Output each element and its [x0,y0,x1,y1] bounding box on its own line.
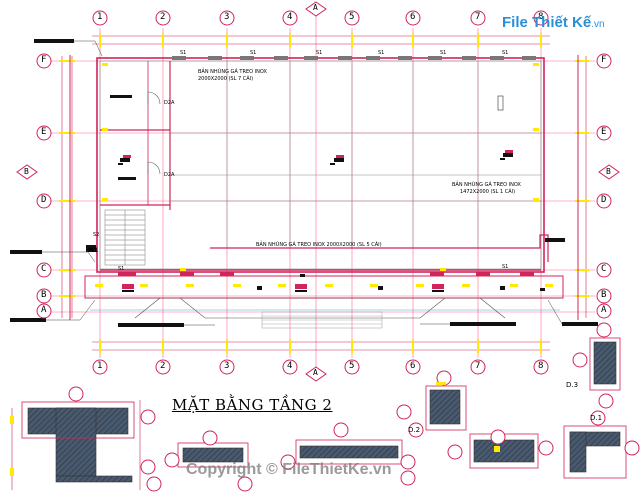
tag-s1-e: S1 [440,50,447,56]
grid-label-row-d-right: D [601,195,607,205]
note-panel-top: BẢN NHÙNG GÁ TREO INOX [198,69,267,75]
copyright-watermark: Copyright © FileThietKe.vn [186,461,392,478]
grid-label-col-1-bottom: 1 [97,361,103,371]
grid-label-col-3-bottom: 3 [224,361,230,371]
tag-d2a-b: D2A [164,172,175,178]
detail-d3 [572,322,621,409]
section-mark-left: B [24,167,29,176]
note-panel-top-dim: 2000X2000 (SL 7 CÁI) [198,76,254,82]
staircase [104,209,146,266]
detail-column-a [10,386,162,492]
tag-s1-a: S1 [180,50,187,56]
tag-s2: S2 [93,232,100,238]
door-swings [147,91,161,175]
grid-label-row-a-left: A [41,305,47,315]
section-mark-right: B [606,167,611,176]
section-mark-bottom: A [313,368,318,377]
tag-s1-g: S1 [118,266,125,272]
detail-beam-3 [447,429,539,469]
grid-bubbles-bottom [92,359,549,375]
grid-label-row-d-left: D [41,195,47,205]
note-panel-right-dim: 1472X2000 (SL 1 CÁI) [460,189,516,195]
grid-label-col-3: 3 [224,12,230,22]
grid-label-row-c-left: C [41,264,47,274]
grid-label-row-f-right: F [601,55,607,65]
grid-label-row-a-right: A [601,305,607,315]
drawing-title: MẶT BẰNG TẦNG 2 [172,396,333,414]
grid-label-row-e-right: E [601,127,607,137]
detail-label-d2: D.2 [408,426,421,434]
detail-label-d1: D.1 [590,414,603,422]
grid-label-col-2-bottom: 2 [160,361,166,371]
tag-s1-b: S1 [250,50,257,56]
watermark-logo: File Thiết Kế.vn [502,14,605,31]
tag-m1: M1 [88,247,99,254]
grid-label-col-4: 4 [287,12,293,22]
detail-beam-2 [280,422,416,486]
grid-label-col-8: 8 [538,12,544,22]
tag-d2a: D2A [164,100,175,106]
room-tags [110,95,513,180]
grid-label-col-8-bottom: 8 [538,361,544,371]
note-panel-right: BẢN NHÙNG GÁ TREO INOX [452,182,521,188]
grid-label-col-1: 1 [97,12,103,22]
room-tag-red [123,150,513,158]
detail-d2 [396,370,467,438]
tag-s1-f: S1 [502,50,509,56]
grid-label-row-e-left: E [41,127,47,137]
grid-label-col-5: 5 [349,12,355,22]
grid-label-col-6: 6 [410,12,416,22]
detail-d1 [538,410,640,479]
grid-label-row-b-left: B [41,290,47,300]
level-markers [10,39,598,327]
leader-lines [42,40,563,326]
watermark-logo-suffix: .vn [591,19,605,30]
balcony-yellow-marks [95,63,553,287]
grid-bubbles-left [36,53,52,319]
grid-label-col-4-bottom: 4 [287,361,293,371]
tag-s1-c: S1 [316,50,323,56]
detail-beam-1 [164,430,253,492]
grid-label-col-7-bottom: 7 [475,361,481,371]
balcony-column-marks [118,272,534,289]
grid-label-col-2: 2 [160,12,166,22]
building-walls [69,55,579,320]
tag-s1-h: S1 [502,264,509,270]
balcony-black-marks [122,274,545,292]
section-markers [16,1,620,382]
grid-label-row-f-left: F [41,55,47,65]
tag-s1-d: S1 [378,50,385,56]
grid-label-row-b-right: B [601,290,607,300]
front-balcony [84,275,564,329]
detail-label-d3: D.3 [566,381,579,389]
grid-label-col-6-bottom: 6 [410,361,416,371]
watermark-logo-text: File Thiết Kế [502,14,592,31]
grid-label-col-7: 7 [475,12,481,22]
grid-label-row-c-right: C [601,264,607,274]
grid-bubbles-top [92,10,549,26]
section-mark-top: A [313,3,318,12]
grid-label-col-5-bottom: 5 [349,361,355,371]
top-panel-markers [172,56,536,60]
dimension-ticks [59,33,589,353]
note-panel-mid: BẢN NHÙNG GÁ TREO INOX 2000X2000 (SL 5 C… [256,242,382,248]
grid-bubbles-right [596,53,612,319]
